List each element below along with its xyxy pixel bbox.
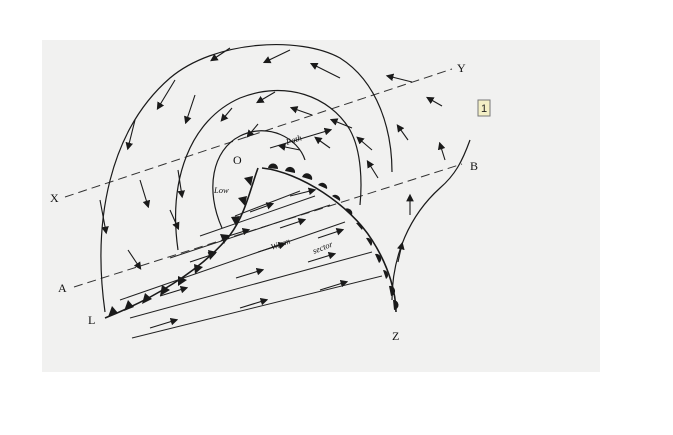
path-arrow (269, 127, 333, 149)
isobar-middle (175, 90, 362, 251)
line-x-y (64, 68, 453, 198)
label-low: Low (213, 185, 229, 195)
label-z: Z (392, 329, 399, 343)
warm-front-semicircles (268, 163, 399, 310)
label-x: X (50, 191, 59, 205)
label-y: Y (457, 61, 466, 75)
figure-badge-number: 1 (481, 103, 487, 115)
wind-arrows (99, 47, 446, 329)
label-b: B (470, 159, 478, 173)
label-l: L (88, 313, 95, 327)
isobar-outer (100, 44, 393, 313)
figure-badge (477, 99, 491, 117)
isobar-east (391, 139, 471, 301)
paper-background (42, 40, 600, 372)
cold-front (104, 167, 259, 319)
label-a: A (58, 281, 67, 295)
label-o: O (233, 153, 242, 167)
